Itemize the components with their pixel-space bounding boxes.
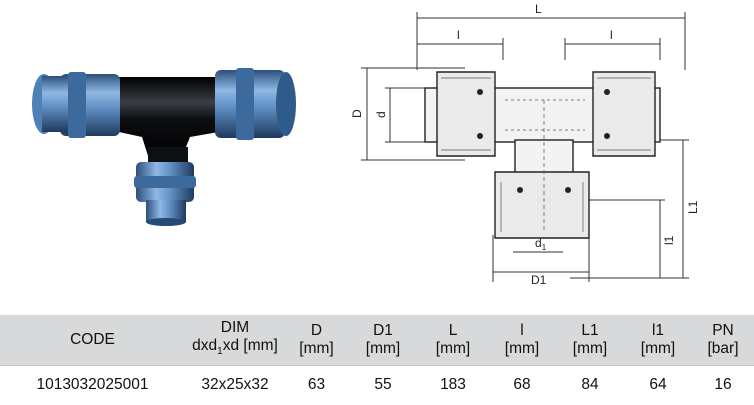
spec-table: CODE DIM dxd1xd [mm] D [mm] D1 [mm] L [m… <box>0 315 754 404</box>
cell-D: 63 <box>285 365 348 404</box>
header-L: L [mm] <box>418 315 488 366</box>
label-L: L <box>535 2 542 16</box>
header-code: CODE <box>0 315 185 366</box>
label-D1: D1 <box>531 273 547 287</box>
header-PN: PN [bar] <box>692 315 754 366</box>
cell-dim: 32x25x32 <box>185 365 285 404</box>
label-d1: d1 <box>535 236 547 252</box>
table-row: 1013032025001 32x25x32 63 55 183 68 84 6… <box>0 365 754 404</box>
header-L1: L1 [mm] <box>556 315 624 366</box>
label-D: D <box>350 109 364 118</box>
table-header-row: CODE DIM dxd1xd [mm] D [mm] D1 [mm] L [m… <box>0 315 754 366</box>
cell-L: 183 <box>418 365 488 404</box>
header-D: D [mm] <box>285 315 348 366</box>
header-D1: D1 [mm] <box>348 315 418 366</box>
cell-l1: 64 <box>624 365 692 404</box>
cell-code: 1013032025001 <box>0 365 185 404</box>
technical-drawing: L l l D d L1 l1 d1 D1 <box>350 2 700 287</box>
cell-PN: 16 <box>692 365 754 404</box>
label-L1: L1 <box>686 200 700 214</box>
cell-l: 68 <box>488 365 556 404</box>
header-dim: DIM dxd1xd [mm] <box>185 315 285 366</box>
label-d: d <box>374 111 388 118</box>
label-l-left: l <box>457 28 460 42</box>
header-l: l [mm] <box>488 315 556 366</box>
tee-fitting-photo <box>32 68 296 226</box>
label-l-right: l <box>610 28 613 42</box>
label-l1: l1 <box>662 235 676 245</box>
cell-L1: 84 <box>556 365 624 404</box>
cell-D1: 55 <box>348 365 418 404</box>
header-l1: l1 [mm] <box>624 315 692 366</box>
